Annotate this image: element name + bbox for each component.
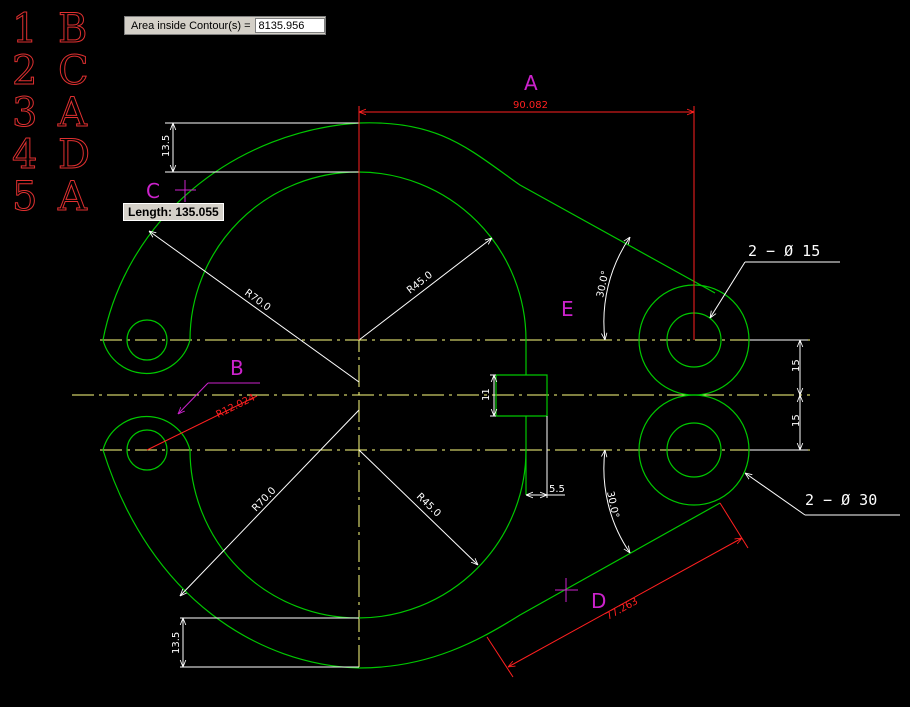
answer-number: 1 (12, 6, 38, 52)
lower-left-lug (102, 415, 191, 451)
area-readout: Area inside Contour(s) = 8135.956 (124, 16, 326, 35)
hole-lower-right (666, 422, 722, 478)
top-tangent (358, 122, 716, 294)
dim-r70-bottom: R70.0 (250, 485, 278, 514)
marker-labels: A B C D E (146, 71, 606, 613)
dim-top-height: 13.5 (161, 135, 172, 157)
answer-letter: B (57, 6, 88, 52)
answer-number: 2 (12, 48, 38, 94)
marker-d: D (591, 589, 606, 613)
dimension-lines (149, 122, 900, 668)
length-tooltip: Length: 135.055 (123, 203, 224, 221)
markers (175, 180, 578, 602)
note-large-holes: 2 − Ø 30 (805, 491, 877, 509)
dim-top-width: 90.082 (513, 100, 548, 111)
hole-notes: 2 − Ø 15 2 − Ø 30 (748, 242, 877, 509)
dimension-texts: 13.5 13.5 R70.0 R45.0 R70.0 R45.0 11 5.5… (161, 135, 802, 654)
dim-angle-bottom: 30.0° (604, 490, 620, 519)
answer-letter: D (57, 132, 91, 178)
answer-letter: C (58, 48, 90, 94)
dim-r45-top: R45.0 (405, 270, 435, 297)
bottom-tangent (358, 502, 721, 669)
boss-lower-right (638, 394, 750, 506)
hole-lower-left (126, 429, 168, 471)
answer-letter: A (58, 90, 88, 136)
dim-slot-height: 11 (481, 388, 492, 401)
dim-r-small: R12.024 (214, 392, 257, 420)
dim-spacing-bottom: 15 (791, 414, 802, 427)
dim-r45-bottom: R45.0 (414, 491, 443, 519)
answer-letter: A (58, 174, 88, 220)
inner-arc-bottom (189, 449, 527, 619)
answer-number: 4 (12, 132, 38, 178)
outer-arc-top (102, 122, 360, 341)
measure-lines (146, 106, 749, 678)
measure-texts: 90.082 R12.024 77.263 (214, 100, 640, 623)
outer-arc-bottom (102, 449, 360, 669)
upper-left-lug (102, 339, 191, 375)
hole-upper-left (126, 319, 168, 361)
inner-arc-top (189, 171, 527, 341)
marker-c: C (146, 179, 160, 203)
area-value: 8135.956 (254, 18, 325, 33)
dim-slot-width: 5.5 (549, 484, 565, 495)
dim-bottom-length: 77.263 (604, 596, 640, 623)
answer-number: 3 (12, 90, 38, 136)
marker-e: E (561, 297, 574, 321)
answer-number: 5 (12, 174, 38, 220)
dim-r70-top: R70.0 (242, 288, 272, 314)
dim-angle-top: 30.0° (595, 270, 611, 299)
marker-b: B (230, 356, 244, 380)
area-label: Area inside Contour(s) = (131, 19, 251, 32)
note-small-holes: 2 − Ø 15 (748, 242, 820, 260)
marker-a: A (524, 71, 538, 95)
dim-bottom-height: 13.5 (171, 632, 182, 654)
dim-spacing-top: 15 (791, 359, 802, 372)
